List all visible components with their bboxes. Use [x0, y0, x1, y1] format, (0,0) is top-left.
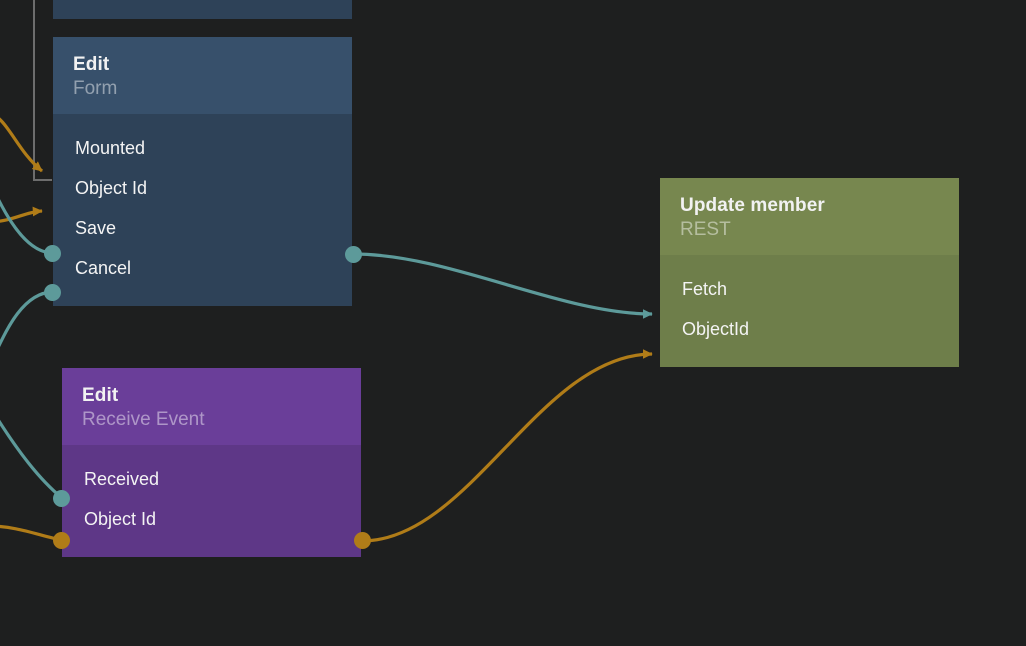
node-edit-form-body: Mounted Object Id Save Cancel: [53, 114, 352, 306]
port-row-mounted[interactable]: Mounted: [53, 128, 352, 168]
port-dot-save-input[interactable]: [44, 245, 61, 262]
port-label-receive-object-id: Object Id: [84, 508, 157, 529]
port-row-objectid[interactable]: ObjectId: [660, 309, 959, 349]
port-row-cancel[interactable]: Cancel: [53, 248, 352, 288]
edge-objectid-to-objectid: [361, 349, 653, 543]
edge-offscreen-to-objectid: [0, 206, 43, 223]
node-update-member-title: Update member: [680, 195, 825, 216]
node-update-member[interactable]: Update member REST Fetch ObjectId: [660, 178, 959, 391]
edge-gray-routing: [33, 0, 52, 181]
port-label-save: Save: [75, 217, 117, 238]
node-update-member-body: Fetch ObjectId: [660, 255, 959, 367]
port-dot-receive-event-output[interactable]: [354, 532, 371, 549]
port-label-fetch: Fetch: [682, 278, 728, 299]
port-dot-cancel-input[interactable]: [44, 284, 61, 301]
port-row-fetch[interactable]: Fetch: [660, 269, 959, 309]
port-dot-receive-objectid-input[interactable]: [53, 532, 70, 549]
edge-save-to-offscreen: [0, 198, 54, 255]
node-edit-receive-event-body: Received Object Id: [62, 445, 361, 557]
node-update-member-subtitle: REST: [680, 219, 731, 240]
node-clipped-top[interactable]: [53, 0, 352, 19]
port-label-object-id: Object Id: [75, 177, 148, 198]
node-edit-form-header[interactable]: Edit Form: [53, 37, 352, 114]
port-label-mounted: Mounted: [75, 137, 146, 158]
port-dot-received-input[interactable]: [53, 490, 70, 507]
port-row-received[interactable]: Received: [62, 459, 361, 499]
node-edit-form-title: Edit: [73, 54, 110, 75]
port-row-receive-object-id[interactable]: Object Id: [62, 499, 361, 539]
port-dot-edit-form-output[interactable]: [345, 246, 362, 263]
node-edit-form[interactable]: Edit Form Mounted Object Id Save Cancel: [53, 37, 352, 330]
edge-offscreen-to-mounted: [0, 117, 44, 173]
port-label-cancel: Cancel: [75, 257, 132, 278]
node-edit-form-subtitle: Form: [73, 78, 118, 99]
node-update-member-header[interactable]: Update member REST: [660, 178, 959, 255]
edge-save-to-fetch: [352, 252, 653, 319]
node-edit-receive-event[interactable]: Edit Receive Event Received Object Id: [62, 368, 361, 581]
node-edit-receive-event-subtitle: Receive Event: [82, 409, 205, 430]
port-row-object-id[interactable]: Object Id: [53, 168, 352, 208]
port-label-received: Received: [84, 468, 160, 489]
node-edit-receive-event-header[interactable]: Edit Receive Event: [62, 368, 361, 445]
port-row-save[interactable]: Save: [53, 208, 352, 248]
node-edit-receive-event-title: Edit: [82, 385, 119, 406]
edge-cancel-to-received: [0, 290, 54, 348]
port-label-objectid: ObjectId: [682, 318, 750, 339]
edge-offscreen-to-received: [0, 419, 64, 500]
